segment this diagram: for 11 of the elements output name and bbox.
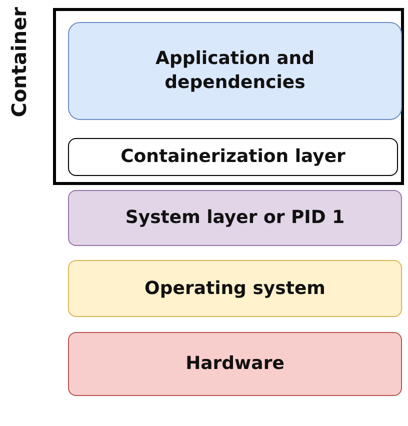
layer-label: Application and dependencies [154,47,316,95]
layer-label: System layer or PID 1 [124,206,346,230]
layer-label: Operating system [144,276,326,300]
layer-label: Containerization layer [120,145,346,169]
layer-box [68,332,402,396]
layer-box [68,22,402,120]
layer-box [68,190,402,246]
group-heading: Container [6,7,32,118]
layer-box [68,260,402,317]
layer-box [68,138,398,176]
layer-label: Hardware [184,352,286,376]
